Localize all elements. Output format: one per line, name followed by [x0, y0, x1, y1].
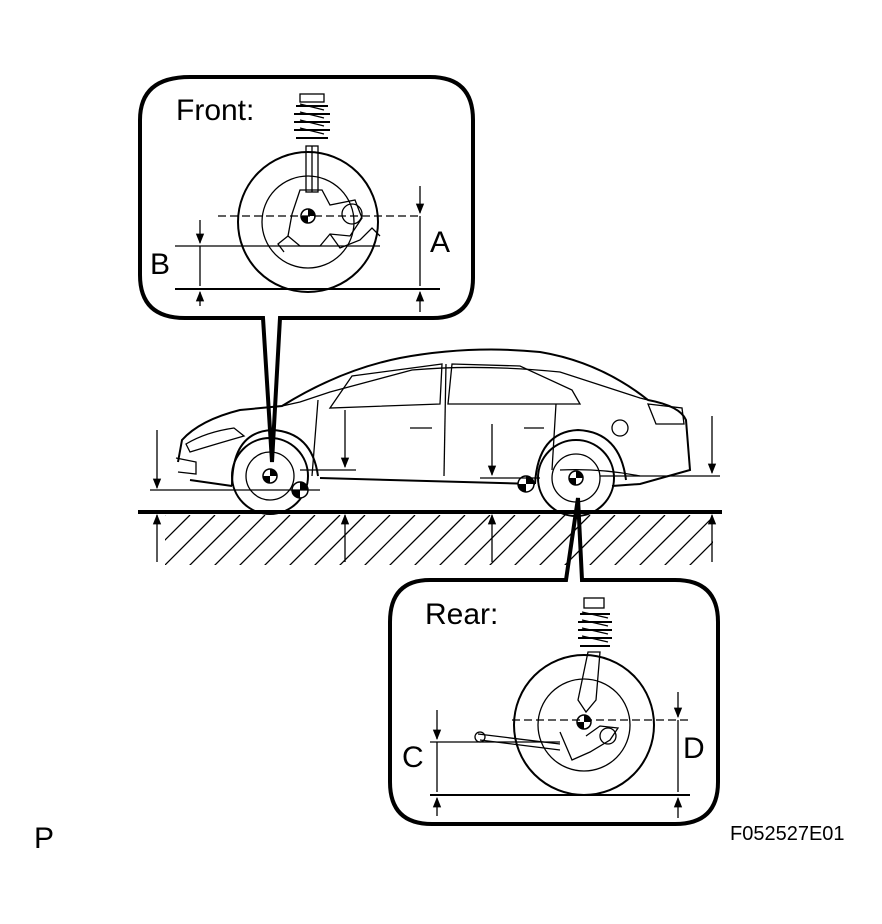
front-callout-title: Front:	[176, 94, 254, 127]
figure-code: F052527E01	[730, 823, 845, 845]
car-window-rear	[447, 363, 582, 405]
car-headlight	[185, 427, 246, 453]
car-side-view	[175, 348, 692, 487]
rear-callout-title: Rear:	[425, 598, 498, 631]
dimension-b-label: B	[150, 248, 170, 281]
front-coil-spring	[294, 93, 330, 193]
car-body-outline	[177, 348, 692, 487]
dimension-b: B	[150, 220, 205, 306]
car-window-front	[328, 363, 443, 409]
front-callout: Front:	[138, 75, 475, 463]
dimension-a-label: A	[430, 226, 450, 259]
car-dimension-lines	[150, 410, 720, 562]
dimension-d: D	[673, 692, 705, 818]
corner-letter: P	[34, 822, 54, 855]
ground-surface	[138, 510, 722, 565]
car-taillight	[646, 403, 685, 425]
rear-coil-spring	[577, 597, 612, 714]
car-rear-lower-marker	[517, 475, 535, 493]
front-wheel	[237, 151, 379, 293]
rear-wheel-center-marker	[576, 714, 592, 730]
front-knuckle	[277, 189, 381, 253]
dimension-c-label: C	[402, 741, 424, 774]
dimension-d-label: D	[683, 732, 705, 765]
dimension-a: A	[415, 186, 450, 312]
front-callout-bubble	[138, 75, 475, 463]
rear-callout-bubble	[388, 497, 720, 826]
rear-suspension-arm	[474, 725, 620, 761]
dimension-c: C	[402, 710, 442, 816]
rear-callout: Rear: C	[388, 497, 720, 826]
